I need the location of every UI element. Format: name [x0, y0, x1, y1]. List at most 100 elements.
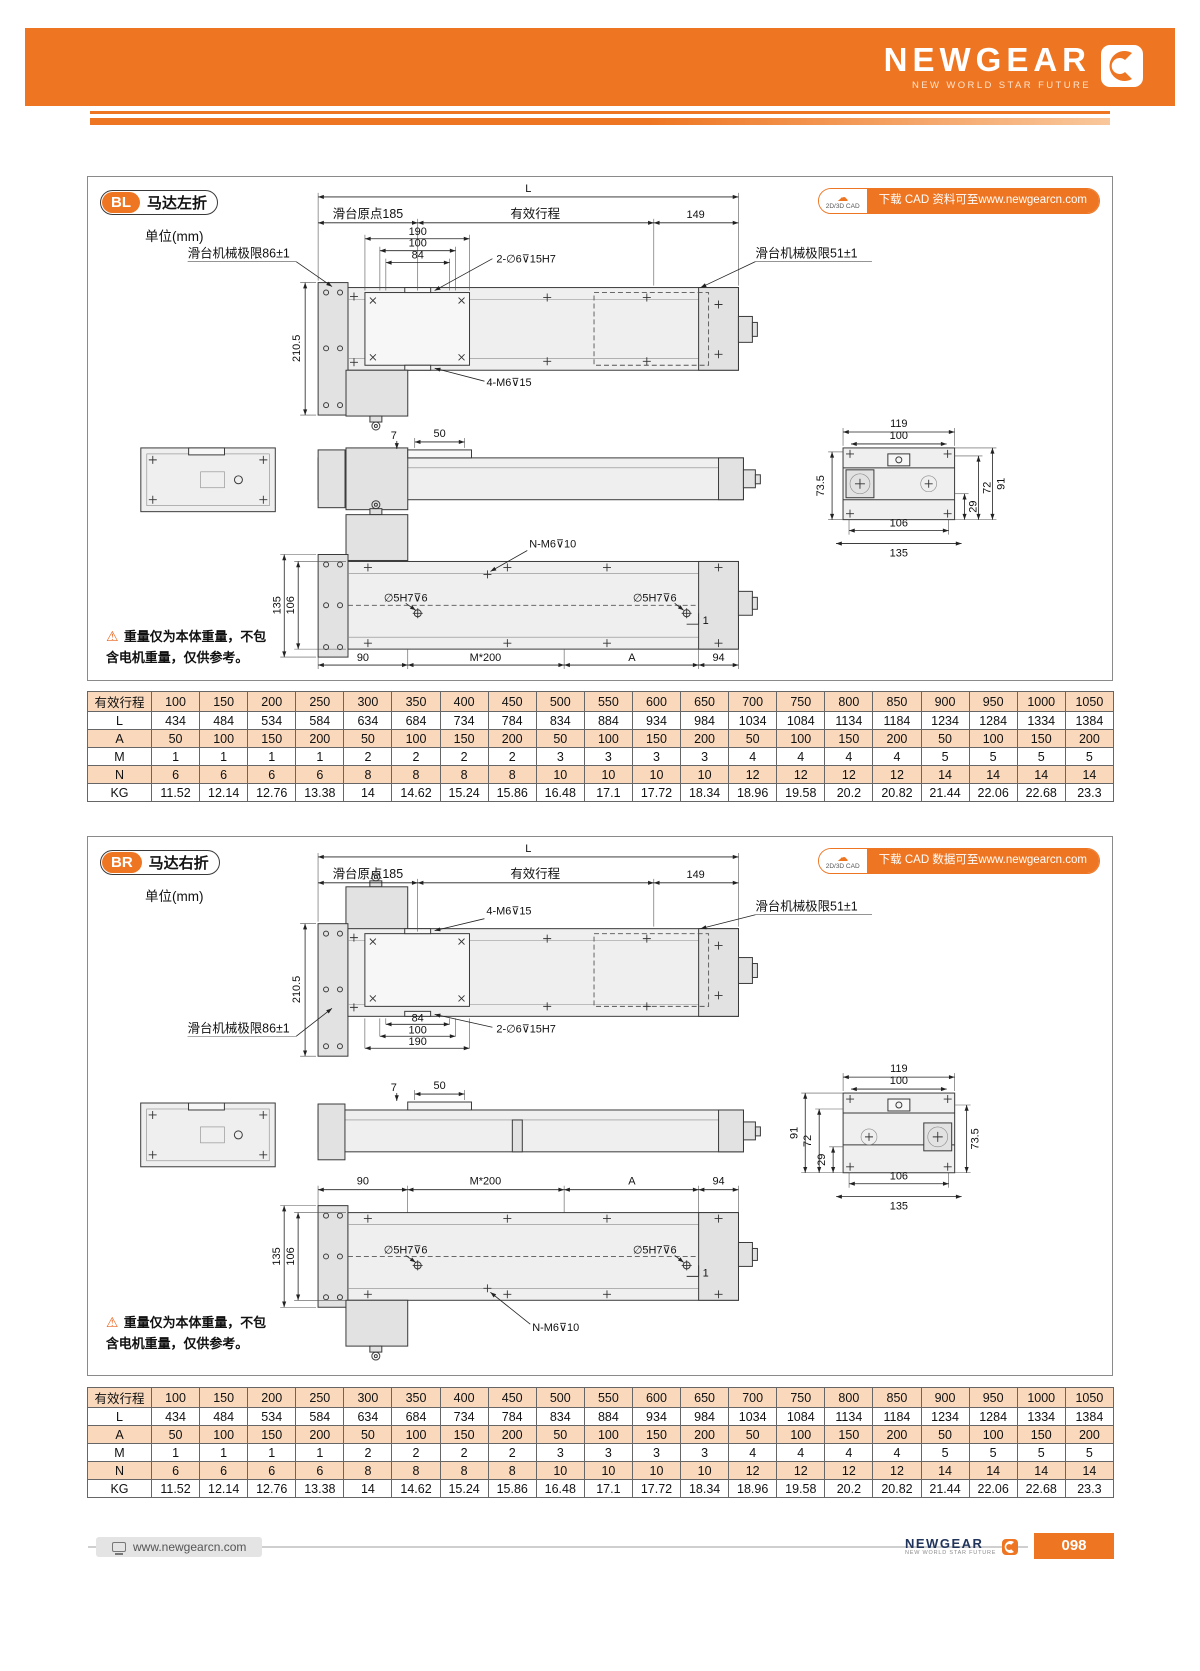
spec-cell: 15.24 — [439, 1479, 489, 1498]
bl-drawing: L 滑台原点185 有效行程 149 190 100 84 2-∅6⊽15H7 … — [105, 183, 1007, 670]
spec-cell: 8 — [487, 765, 537, 784]
spec-cell: 4 — [872, 1443, 922, 1462]
spec-cell: 584 — [295, 711, 345, 730]
spec-cell: 634 — [343, 1407, 393, 1426]
spec-cell: 50 — [343, 1425, 393, 1444]
spec-cell: 23.3 — [1064, 1479, 1115, 1498]
spec-cell: 18.34 — [680, 783, 730, 802]
spec-cell: 1 — [150, 747, 201, 766]
dim-100b: 100 — [890, 1075, 908, 1087]
spec-cell: 1084 — [776, 711, 826, 730]
spec-cell: 10 — [631, 1461, 682, 1480]
spec-cell: 22.06 — [968, 783, 1018, 802]
spec-cell: 12 — [824, 1461, 874, 1480]
row-label: N — [87, 1461, 152, 1480]
dim-135v: 135 — [271, 1247, 283, 1265]
spec-cell: 50 — [728, 729, 778, 748]
spec-cell: 2 — [487, 1443, 537, 1462]
brand-logo-text: NEWGEAR — [883, 41, 1091, 78]
br-drawing: L 滑台原点185 有效行程 149 4-M6⊽15 滑台机械极限51±1 21… — [105, 843, 982, 1361]
spec-cell: 200 — [1064, 729, 1115, 748]
spec-cell: 5 — [1016, 1443, 1066, 1462]
spec-cell: 1284 — [968, 1407, 1018, 1426]
spec-cell: 100 — [391, 729, 441, 748]
spec-cell: 8 — [343, 765, 393, 784]
row-label: 有效行程 — [87, 691, 152, 712]
spec-cell: 4 — [776, 747, 826, 766]
spec-cell: 22.68 — [1016, 783, 1066, 802]
spec-cell: 100 — [150, 691, 201, 712]
footer-site-url: www.newgearcn.com — [133, 1540, 247, 1554]
spec-cell: 100 — [199, 1425, 249, 1444]
spec-cell: 3 — [535, 1443, 585, 1462]
bl-cad-download-button[interactable]: ☁ 2D/3D CAD 下载 CAD 资料可至www.newgearcn.com — [817, 188, 1100, 214]
dim-pin-right: ∅5H7⊽6 — [633, 592, 677, 604]
spec-cell: 8 — [391, 1461, 441, 1480]
spec-cell: 100 — [391, 1425, 441, 1444]
br-cad-download-button[interactable]: ☁ 2D/3D CAD 下载 CAD 数据可至www.newgearcn.com — [817, 848, 1100, 874]
spec-cell: 950 — [968, 691, 1018, 712]
spec-cell: 16.48 — [535, 783, 585, 802]
spec-cell: 684 — [391, 1407, 441, 1426]
end-view — [140, 1102, 276, 1168]
spec-cell: 100 — [776, 1425, 826, 1444]
spec-cell: 350 — [391, 691, 441, 712]
spec-cell: 200 — [680, 729, 730, 748]
footer-rule — [88, 1546, 1028, 1548]
footer-brand-tagline: NEW WORLD STAR FUTURE — [905, 1550, 997, 1556]
spec-cell: 1050 — [1064, 691, 1115, 712]
cad-badge: ☁ 2D/3D CAD — [818, 189, 867, 213]
spec-cell: 10 — [680, 1461, 730, 1480]
dim-119: 119 — [890, 418, 907, 430]
spec-cell: 300 — [343, 691, 393, 712]
spec-cell: 1034 — [728, 711, 778, 730]
dim-hole2: 2-∅6⊽15H7 — [496, 254, 555, 266]
header-band: NEWGEAR NEW WORLD STAR FUTURE — [25, 28, 1175, 106]
section-br: L 滑台原点185 有效行程 149 4-M6⊽15 滑台机械极限51±1 21… — [87, 836, 1113, 1376]
spec-cell: 584 — [295, 1407, 345, 1426]
spec-cell: 150 — [631, 729, 682, 748]
spec-cell: 3 — [583, 1443, 633, 1462]
spec-cell: 300 — [343, 1387, 393, 1408]
spec-cell: 17.1 — [583, 783, 633, 802]
spec-cell: 10 — [535, 765, 585, 784]
dim-94: 94 — [712, 652, 724, 664]
dim-149: 149 — [687, 869, 705, 881]
dim-210: 210.5 — [291, 335, 303, 362]
spec-cell: 12 — [776, 1461, 826, 1480]
spec-cell: 784 — [487, 1407, 537, 1426]
stroke-region — [593, 292, 710, 366]
spec-cell: 1334 — [1016, 711, 1066, 730]
dim-106: 106 — [890, 1171, 908, 1183]
carriage-side — [407, 1101, 472, 1111]
footer-site-link[interactable]: www.newgearcn.com — [96, 1537, 263, 1557]
spec-cell: 150 — [1016, 1425, 1066, 1444]
header-rule-1 — [90, 111, 1110, 114]
cad-badge-label: 2D/3D CAD — [825, 862, 860, 870]
spec-cell: 1084 — [776, 1407, 826, 1426]
spec-cell: 14 — [968, 1461, 1018, 1480]
spec-cell: 14 — [920, 1461, 970, 1480]
spec-cell: 8 — [439, 765, 489, 784]
dim-735: 73.5 — [970, 1128, 982, 1149]
slide-carriage — [364, 292, 471, 366]
spec-cell: 10 — [680, 765, 730, 784]
spec-cell: 900 — [920, 1387, 970, 1408]
dim-106: 106 — [890, 518, 908, 530]
bl-cross-section: 119 100 73.5 29 72 91 106 135 — [815, 418, 1007, 559]
spec-cell: 1234 — [920, 1407, 970, 1426]
spec-cell: 6 — [199, 765, 249, 784]
spec-cell: 200 — [247, 691, 297, 712]
spec-cell: 13.38 — [295, 783, 345, 802]
spec-cell: 1 — [199, 1443, 249, 1462]
spec-cell: 950 — [968, 1387, 1018, 1408]
spec-cell: 1050 — [1064, 1387, 1115, 1408]
spec-cell: 250 — [295, 1387, 345, 1408]
spec-cell: 15.86 — [487, 783, 537, 802]
